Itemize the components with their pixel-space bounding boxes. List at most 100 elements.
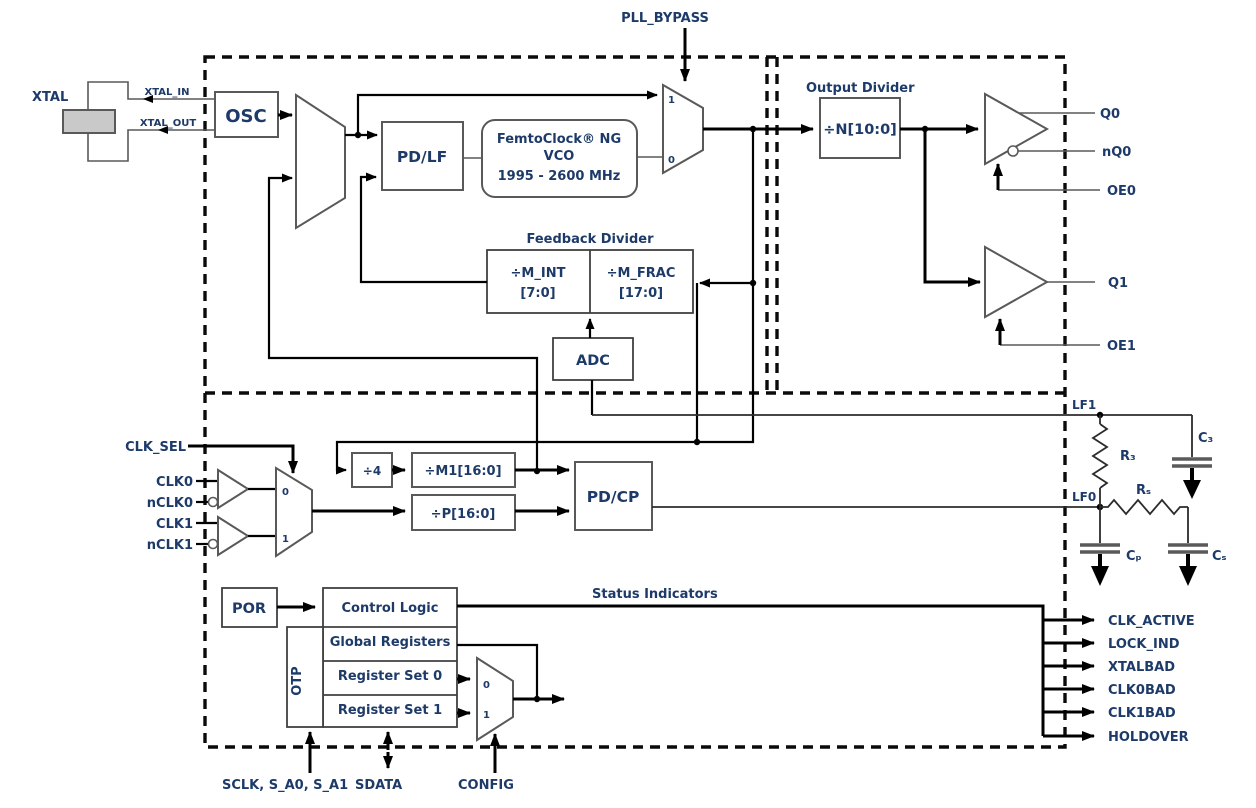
- pin-label-oe1: OE1: [1107, 339, 1136, 354]
- pin-label-nclk0: nCLK0: [147, 496, 193, 511]
- m1-divider-label: ÷M1[16:0]: [424, 464, 501, 479]
- register-select-mux: [476, 656, 514, 742]
- junction-dot: [693, 438, 701, 446]
- pin-label-sdata: SDATA: [355, 778, 402, 793]
- pin-label-holdover: HOLDOVER: [1108, 730, 1189, 745]
- junction-dot: [533, 695, 541, 703]
- clk-input-mux: [275, 466, 313, 558]
- pin-label-clk-sel: CLK_SEL: [125, 440, 186, 455]
- pin-label-xtalbad: XTALBAD: [1108, 660, 1175, 675]
- register-set1-label: Register Set 1: [338, 703, 442, 718]
- cp-label: Cₚ: [1126, 549, 1142, 564]
- vco-label-line1: FemtoClock® NG: [497, 132, 621, 147]
- m-frac-range: [17:0]: [619, 286, 663, 301]
- pin-label-pll-bypass: PLL_BYPASS: [621, 11, 709, 26]
- adc-label: ADC: [576, 353, 610, 369]
- q1-output-driver: [984, 245, 1050, 319]
- crystal-body: [62, 109, 116, 134]
- cp-ground-arrow: [1091, 566, 1109, 586]
- pin-label-sclk: SCLK, S_A0, S_A1: [222, 778, 348, 793]
- pin-label-q1: Q1: [1108, 276, 1128, 291]
- chip-outline: [203, 55, 1067, 749]
- wire-global-regs: [457, 643, 539, 699]
- wire-clkdiv-to-refmux: [267, 173, 539, 471]
- register-stack: [322, 587, 458, 728]
- p-divider-block: [411, 494, 516, 531]
- nq0-inversion-bubble: [1007, 145, 1019, 157]
- pin-label-xtal-in: XTAL_IN: [145, 87, 190, 98]
- global-registers-label: Global Registers: [330, 635, 451, 650]
- otp-block: [286, 626, 324, 728]
- output-section: Output Divider ÷N[10:0] Q0 nQ0 OE0 Q1 OE…: [806, 81, 1136, 354]
- vco-block: [481, 119, 638, 198]
- control-section: POR Control Logic Global Registers Regis…: [221, 587, 1195, 793]
- clk-mux-sel0: 0: [282, 487, 289, 498]
- chip-boundaries: [203, 55, 1067, 749]
- wire-clk-sel: [188, 444, 298, 474]
- wire-xtal-in: [87, 81, 215, 110]
- wire-ndiv-to-q1: [923, 129, 981, 287]
- div4-label: ÷4: [363, 464, 381, 478]
- register-set0-label: Register Set 0: [338, 669, 442, 684]
- pin-label-clk-active: CLK_ACTIVE: [1108, 614, 1195, 629]
- pin-label-q0: Q0: [1100, 107, 1120, 122]
- register-mux-sel1: 1: [483, 710, 490, 721]
- por-label: POR: [232, 601, 266, 617]
- pin-label-lf0: LF0: [1072, 490, 1096, 504]
- register-mux-sel0: 0: [483, 680, 490, 691]
- osc-label: OSC: [225, 106, 266, 127]
- junction-dot: [354, 131, 362, 139]
- pin-label-lock-ind: LOCK_IND: [1108, 637, 1180, 652]
- pin-label-clk0bad: CLK0BAD: [1108, 683, 1176, 698]
- ref-select-mux: [295, 93, 346, 230]
- adc-block: [552, 337, 634, 381]
- n-divider-label: ÷N[10:0]: [823, 122, 897, 138]
- loop-filter-network: LF1 LF0 R₃ C₃ Rₛ Cₚ Cₛ: [592, 398, 1227, 586]
- pll-bypass-mux-sel1: 1: [668, 95, 675, 106]
- r3-label: R₃: [1120, 449, 1136, 464]
- pd-cp-label: PD/CP: [587, 488, 640, 506]
- nclk0-inversion-bubble: [207, 496, 219, 508]
- rs-label: Rₛ: [1136, 483, 1151, 498]
- pin-label-nq0: nQ0: [1102, 145, 1131, 160]
- r3-resistor: [1091, 423, 1109, 489]
- clk-mux-sel1: 1: [282, 534, 289, 545]
- m-frac-label: ÷M_FRAC: [607, 266, 676, 281]
- wire-xtal-out: [87, 129, 215, 162]
- control-logic-label: Control Logic: [342, 601, 439, 616]
- output-divider-title: Output Divider: [806, 81, 915, 96]
- status-indicators-title: Status Indicators: [592, 587, 718, 602]
- pll-bypass-mux-sel0: 0: [668, 155, 675, 166]
- xtal-out-arrowhead: [158, 126, 168, 134]
- cs-capacitor: [1168, 543, 1208, 554]
- c3-label: C₃: [1198, 431, 1213, 446]
- clk0-input-buffer: [217, 468, 250, 510]
- pin-label-clk1bad: CLK1BAD: [1108, 706, 1176, 721]
- pd-cp-block: [574, 461, 653, 531]
- pin-label-clk1: CLK1: [156, 517, 193, 532]
- junction-dot: [749, 279, 757, 287]
- cp-capacitor: [1080, 543, 1120, 554]
- pin-label-clk0: CLK0: [156, 475, 193, 490]
- p-divider-label: ÷P[16:0]: [431, 507, 496, 522]
- pin-label-xtal-out: XTAL_OUT: [140, 118, 196, 129]
- pll-bypass-mux: [662, 83, 704, 175]
- por-block: [221, 587, 278, 628]
- vco-label-line3: 1995 - 2600 MHz: [498, 169, 621, 184]
- pd-lf-block: [381, 121, 464, 191]
- pd-lf-label: PD/LF: [397, 148, 447, 166]
- m1-divider-block: [411, 452, 516, 488]
- clk1-input-buffer: [217, 515, 250, 557]
- wire-bypass-to-pllmux: [356, 90, 658, 135]
- input-clock-section: CLK_SEL CLK0 nCLK0 CLK1 nCLK1 0 1 ÷4 ÷M1…: [125, 440, 653, 558]
- rs-resistor: [1100, 498, 1188, 516]
- xtal-circuit: XTAL XTAL_IN XTAL_OUT: [32, 81, 215, 162]
- register-stack-dividers: [323, 626, 457, 696]
- n-divider-block: [819, 97, 901, 159]
- c3-ground-arrow: [1183, 480, 1201, 499]
- pin-label-lf1: LF1: [1072, 398, 1096, 412]
- m-int-range: [7:0]: [520, 286, 555, 301]
- status-bus: [457, 604, 1045, 736]
- feedback-divider-title: Feedback Divider: [527, 232, 655, 247]
